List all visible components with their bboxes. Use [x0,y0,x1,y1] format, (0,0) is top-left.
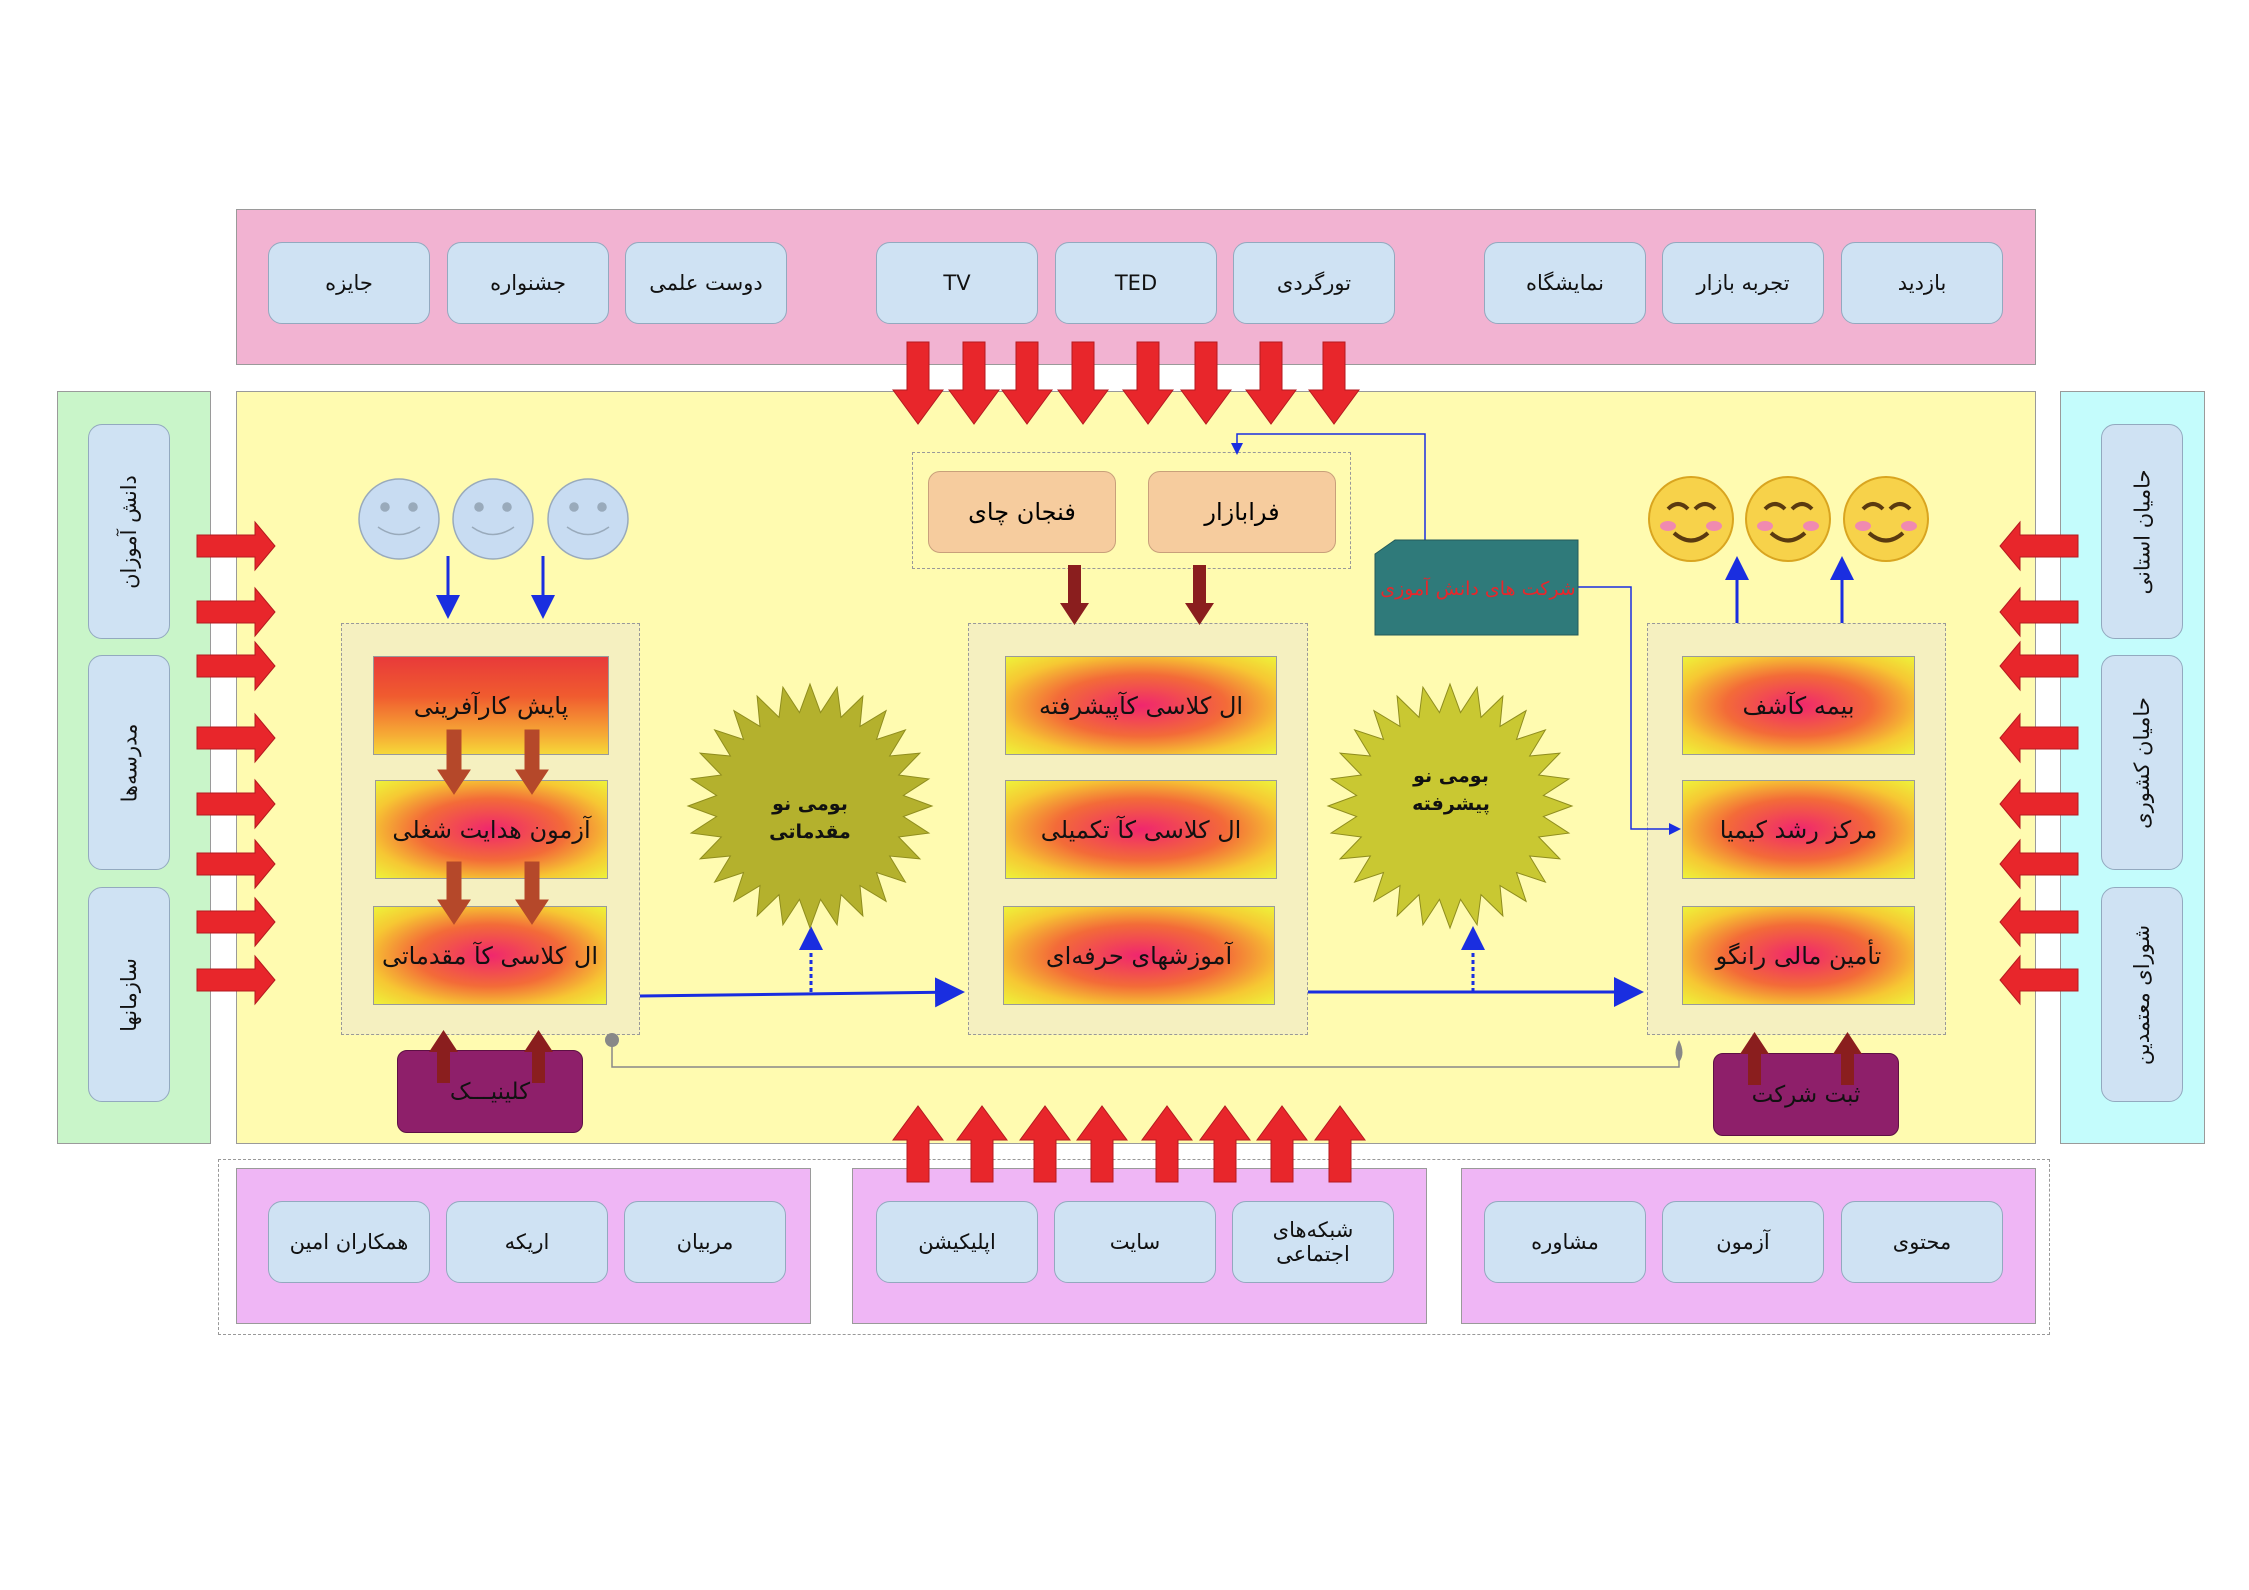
middle-top-frame [912,452,1351,569]
left-item: پایش کارآفرینی [373,656,609,755]
dark-brown-arrows [1060,565,1214,625]
middle-item: ال کلاسی کآ تکمیلی [1005,780,1277,879]
bottom-pill: مشاوره [1484,1201,1646,1283]
companies-box [1374,539,1579,636]
top-red-arrows [892,341,1360,425]
bottom-outer-frame [218,1159,2050,1335]
top-pill: نمایشگاه [1484,242,1646,324]
bottom-red-arrows [892,1105,1366,1183]
clinic-box: کلینیـــک [397,1050,583,1133]
right-side-pill: شورای معتمدین [2101,887,2183,1102]
sun-right-line: پیشرفته [1412,793,1490,815]
left-item: آزمون هدایت شغلی [375,780,608,879]
blue-thin-connector [1231,433,1426,540]
sun-left-shape [686,682,934,930]
right-side-pill: حامیان کشوری [2101,655,2183,870]
left-side-pill: مدرسه‌ها [88,655,170,870]
happy-face-icon [1843,476,1929,562]
neutral-face-icon [452,478,534,560]
happy-face-icon [1745,476,1831,562]
sun-right-line: بومی نو [1413,765,1489,787]
neutral-face-icon [358,478,440,560]
left-item: ال کلاسی کآ مقدماتی [373,906,607,1005]
sun-left-line: مقدماتی [769,821,851,843]
grey-connector [611,1040,1680,1068]
top-pill: TED [1055,242,1217,324]
blue-flow-arrow [639,977,965,1008]
bottom-pill: سایت [1054,1201,1216,1283]
right-item: مرکز رشد کیمیا [1682,780,1915,879]
connector-dot [605,1033,619,1047]
happy-face-icon [1648,476,1734,562]
sun-right-label: بومی نو پیشرفته [1381,762,1521,818]
bottom-pill: اریکه [446,1201,608,1283]
right-side-pill: حامیان استانی [2101,424,2183,639]
sun-left-label: بومی نو مقدماتی [740,790,880,846]
top-pill: تجربه بازار [1662,242,1824,324]
left-side-pill: دانش آموزان [88,424,170,639]
bottom-pill: اپلیکیشن [876,1201,1038,1283]
top-pill: TV [876,242,1038,324]
dark-brown-arrows [429,1030,1862,1085]
sun-left-line: بومی نو [772,793,848,815]
sun-burst [1326,682,1574,930]
middle-top-box: فنجان چای [928,471,1116,553]
right-red-arrows [1999,520,2079,1006]
sun-burst [686,682,934,930]
left-side-pill: سازمانها [88,887,170,1102]
middle-item: آموزشهای حرفه‌ای [1003,906,1275,1005]
right-item: بیمه کآشف [1682,656,1915,755]
top-pill: جشنواره [447,242,609,324]
connector-drop [1675,1040,1683,1062]
companies-label: شرکت های دانش آموزی [1380,578,1576,600]
brown-arrows [437,729,549,925]
right-item: تأمین مالی رانگو [1682,906,1915,1005]
blue-thin-connector [1578,586,1681,835]
bottom-pill: مربیان [624,1201,786,1283]
top-pill: بازدید [1841,242,2003,324]
top-pill: جایزه [268,242,430,324]
middle-item: ال کلاسی کآپیشرفته [1005,656,1277,755]
bottom-pill: شبکه‌های اجتماعی [1232,1201,1394,1283]
bottom-pill: همکاران امین [268,1201,430,1283]
middle-top-box: فرابازار [1148,471,1336,553]
company-registration-box: ثبت شرکت [1713,1053,1899,1136]
bottom-pill: آزمون [1662,1201,1824,1283]
bottom-pill: محتوی [1841,1201,2003,1283]
neutral-face-icon [547,478,629,560]
top-pill: دوست علمی [625,242,787,324]
left-red-arrows [196,520,276,1006]
sun-right-shape [1326,682,1574,930]
top-pill: تورگردی [1233,242,1395,324]
